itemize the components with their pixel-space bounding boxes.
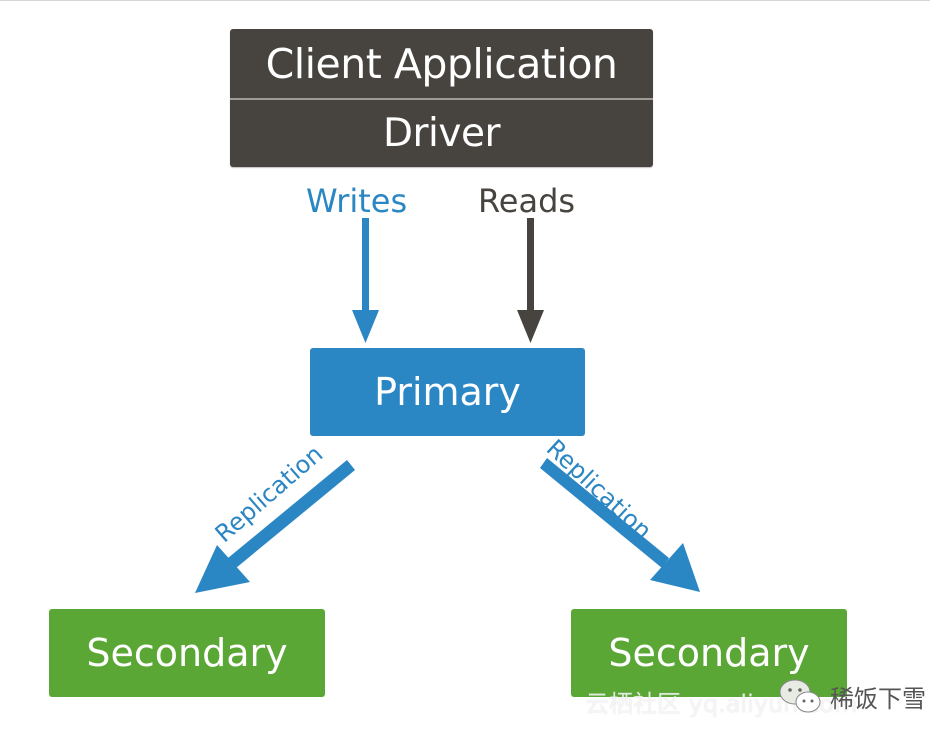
driver-label: Driver — [382, 111, 501, 156]
client-application-label: Client Application — [265, 39, 618, 88]
wechat-icon — [779, 679, 821, 713]
client-driver-box: Client Application Driver — [230, 29, 653, 167]
top-border — [0, 0, 930, 1]
primary-node: Primary — [310, 348, 585, 436]
writes-label: Writes — [306, 182, 408, 220]
client-driver-divider — [230, 98, 653, 100]
replication-arrow-left — [195, 460, 355, 593]
reads-arrow — [517, 218, 544, 343]
watermark-wechat: 稀饭下雪 — [778, 678, 926, 714]
watermark-author: 稀饭下雪 — [830, 684, 926, 713]
reads-label: Reads — [478, 182, 576, 220]
replication-arrow-right — [540, 458, 700, 592]
secondary-node-left: Secondary — [49, 609, 325, 697]
writes-arrow — [352, 218, 379, 343]
